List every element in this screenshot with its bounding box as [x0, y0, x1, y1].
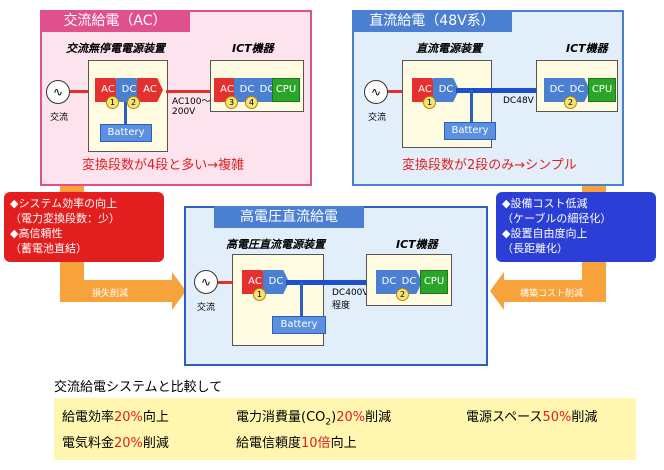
ac-source-label: 交流	[50, 113, 69, 123]
hvdc-panel-title: 高電圧直流給電	[214, 206, 364, 228]
compare-heading: 交流給電システムと比較して	[54, 380, 223, 395]
reliability-suffix: 向上	[330, 436, 357, 451]
compare-item-reliability: 給電信頼度10倍向上	[236, 432, 357, 451]
space-suffix: 削減	[571, 410, 598, 425]
ac-step-1-badge: 1	[106, 96, 119, 109]
left-callout-line-1: ◆システム効率の向上	[10, 197, 118, 210]
hvdc-battery: Battery	[272, 316, 326, 334]
ac-step-4-badge: 4	[245, 96, 258, 109]
ac-ict-label: ICT機器	[232, 42, 274, 55]
dc48-cpu: CPU	[588, 78, 616, 102]
reliability-value: 10倍	[301, 436, 331, 451]
compare-item-efficiency: 給電効率20%向上	[62, 406, 169, 425]
left-benefit-callout: ◆システム効率の向上 （電力変換段数：少） ◆高信頼性 （蓄電池直結）	[4, 192, 164, 262]
right-benefit-callout: ◆設備コスト低減 （ケーブルの細径化） ◆設置自由度向上 （長距離化）	[496, 192, 656, 262]
right-arrow-body	[504, 280, 606, 302]
right-arrow-label: 構築コスト削減	[520, 289, 584, 299]
hvdc-ict-label: ICT機器	[396, 238, 438, 251]
co2-close-paren: )	[331, 410, 337, 425]
dc48-ict-label: ICT機器	[566, 42, 608, 55]
ac-source-sine-icon: ∿	[46, 80, 70, 104]
co2-value: 20%	[336, 410, 366, 425]
left-arrow-head-icon	[172, 272, 186, 310]
efficiency-value: 20%	[114, 410, 143, 425]
hvdc-step-2-badge: 2	[396, 288, 409, 301]
right-callout-line-3: ◆設置自由度向上	[502, 227, 588, 240]
compare-item-space: 電源スペース50%削減	[466, 406, 597, 425]
compare-item-co2: 電力消費量(CO2)20%削減	[236, 406, 391, 428]
hvdc-output-line	[286, 280, 366, 285]
ac-summary: 変換段数が4段と多い→複雑	[82, 158, 245, 173]
left-callout-line-2: （電力変換段数：少）	[10, 212, 120, 225]
hvdc-cpu: CPU	[420, 270, 448, 294]
cost-label: 電気料金	[62, 436, 115, 451]
dc48-input-line	[388, 90, 412, 93]
hvdc-conv-dc: DC	[263, 270, 289, 294]
co2-suffix: 削減	[365, 410, 392, 425]
efficiency-label: 給電効率	[62, 410, 115, 425]
dc48-conv-dc: DC	[433, 78, 459, 102]
dc48-battery: Battery	[444, 122, 496, 140]
dc48-line-label: DC48V	[503, 96, 534, 106]
right-callout-line-4: （長距離化）	[502, 242, 568, 255]
co2-label: 電力消費量(CO	[236, 410, 326, 425]
ac-conv-ac2: AC	[137, 78, 163, 102]
reliability-label: 給電信頼度	[236, 436, 302, 451]
hvdc-battery-link	[300, 282, 303, 316]
space-value: 50%	[542, 410, 572, 425]
dc48-step-2-badge: 2	[564, 96, 577, 109]
ac-cpu: CPU	[272, 78, 300, 102]
ac-output-line	[166, 90, 210, 93]
right-callout-line-2: （ケーブルの細径化）	[502, 212, 612, 225]
ac-battery: Battery	[100, 124, 152, 142]
left-arrow-label: 損失削減	[92, 289, 129, 299]
dc48-step-1-badge: 1	[423, 96, 436, 109]
hvdc-device-label: 高電圧直流電源装置	[226, 238, 325, 251]
dc48-battery-link	[470, 90, 473, 122]
dc48-summary: 変換段数が2段のみ→シンプル	[402, 158, 577, 173]
dc48-source-sine-icon: ∿	[364, 80, 388, 104]
ac-step-2-badge: 2	[127, 96, 140, 109]
ac-line-label: AC100～ 200V	[172, 97, 211, 117]
hvdc-step-1-badge: 1	[253, 288, 266, 301]
ac-panel-title: 交流給電（AC）	[40, 10, 190, 32]
left-arrow-body	[60, 280, 172, 302]
hvdc-line-label: DC400V 程度	[332, 288, 369, 311]
ac-ups-label: 交流無停電電源装置	[66, 42, 165, 55]
cost-suffix: 削減	[142, 436, 169, 451]
hvdc-source-label: 交流	[197, 303, 216, 313]
right-callout-line-1: ◆設備コスト低減	[502, 197, 588, 210]
left-callout-line-4: （蓄電池直結）	[10, 242, 87, 255]
ac-battery-link	[124, 102, 127, 124]
space-label: 電源スペース	[466, 410, 543, 425]
compare-item-cost: 電気料金20%削減	[62, 432, 169, 451]
dc48-source-label: 交流	[368, 113, 387, 123]
ac-input-line	[70, 90, 100, 93]
cost-value: 20%	[114, 436, 143, 451]
co2-subscript: 2	[325, 417, 332, 428]
compare-box	[54, 398, 636, 460]
hvdc-input-line	[218, 281, 242, 284]
hvdc-source-sine-icon: ∿	[194, 270, 218, 294]
dc48-device-label: 直流電源装置	[416, 42, 482, 55]
left-callout-line-3: ◆高信頼性	[10, 227, 63, 240]
ac-step-3-badge: 3	[225, 96, 238, 109]
efficiency-suffix: 向上	[142, 410, 169, 425]
dc48-output-line	[456, 88, 536, 93]
dc48-panel-title: 直流給電（48V系）	[352, 10, 512, 32]
right-arrow-head-icon	[490, 272, 504, 310]
